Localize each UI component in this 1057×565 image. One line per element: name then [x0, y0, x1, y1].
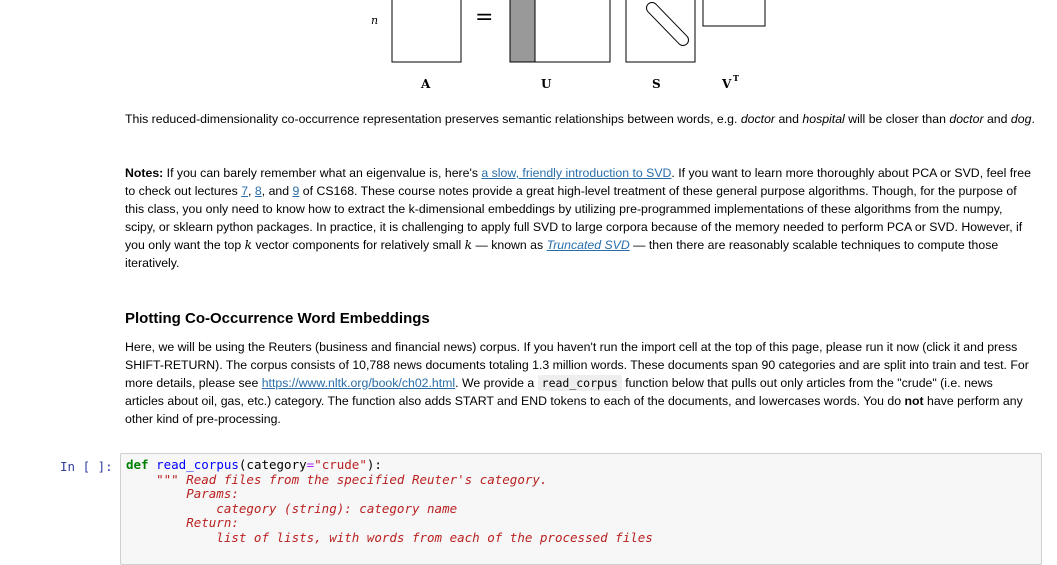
- docstring-line: """ Read files from the specified Reuter…: [126, 471, 548, 487]
- emphasis: hospital: [802, 112, 845, 126]
- text: . We provide a: [455, 376, 538, 390]
- nltk-book-link[interactable]: https://www.nltk.org/book/ch02.html: [261, 376, 456, 390]
- keyword: def: [126, 457, 149, 472]
- text: Here, we will be using the Reuters (busi…: [125, 340, 1029, 390]
- text: vector components for relatively small: [252, 238, 465, 252]
- matrix-u-column: [509, 0, 536, 63]
- emphasis: doctor: [740, 112, 776, 126]
- paragraph-reuters: Here, we will be using the Reuters (busi…: [125, 338, 1035, 428]
- matrix-label-a: A: [420, 77, 431, 91]
- matrix-label-u: U: [541, 77, 552, 91]
- svd-intro-link[interactable]: a slow, friendly introduction to SVD: [481, 166, 672, 180]
- text: and: [983, 112, 1011, 126]
- lecture-7-link[interactable]: 7: [241, 184, 249, 198]
- matrix-label-v: V: [721, 77, 732, 91]
- code-text: (category: [238, 457, 307, 472]
- function-name: read_corpus: [156, 457, 239, 472]
- paragraph-reduced-dimensionality: This reduced-dimensionality co-occurrenc…: [125, 110, 1035, 128]
- section-heading: Plotting Co-Occurrence Word Embeddings: [125, 310, 430, 327]
- text: will be closer than: [844, 112, 950, 126]
- text: , and: [261, 184, 293, 198]
- text: ,: [248, 184, 255, 198]
- inline-code: read_corpus: [537, 375, 622, 391]
- emphasis: dog: [1010, 112, 1032, 126]
- text: If you can barely remember what an eigen…: [163, 166, 482, 180]
- matrix-s-diagonal: [646, 2, 689, 46]
- matrix-label-v-superscript: T: [733, 73, 739, 83]
- lecture-9-link[interactable]: 9: [292, 184, 300, 198]
- text: and: [775, 112, 803, 126]
- code-editor[interactable]: def read_corpus(category="crude"): """ R…: [121, 454, 1041, 545]
- text: have perform any other kind of pre-proce…: [125, 394, 1023, 426]
- equals-sign: =: [475, 5, 493, 30]
- matrix-vt: [702, 0, 766, 27]
- emphasis: doctor: [949, 112, 984, 126]
- docstring-line: Params:: [126, 486, 239, 501]
- docstring-line: Return:: [126, 515, 239, 530]
- text: .: [1031, 112, 1035, 126]
- code-cell[interactable]: def read_corpus(category="crude"): """ R…: [120, 453, 1042, 565]
- docstring-line: list of lists, with words from each of t…: [126, 529, 653, 545]
- math-k: k: [244, 238, 253, 252]
- paragraph-notes: Notes: If you can barely remember what a…: [125, 164, 1035, 272]
- text: of CS168. These course notes provide a g…: [125, 184, 1023, 252]
- text: . If you want to learn more thoroughly a…: [125, 166, 1031, 198]
- matrix-label-s: S: [652, 77, 661, 91]
- docstring-line: category (string): category name: [126, 500, 458, 516]
- string-literal: "crude": [314, 457, 367, 472]
- matrix-a: [391, 0, 462, 63]
- notes-label: Notes:: [125, 166, 164, 180]
- text: — known as: [472, 238, 547, 252]
- truncated-svd-link[interactable]: Truncated SVD: [546, 238, 630, 252]
- text: — then there are reasonably scalable tec…: [125, 238, 999, 270]
- bold-text: not: [904, 394, 924, 408]
- operator: =: [306, 457, 315, 472]
- math-k: k: [464, 238, 473, 252]
- code-text: ):: [366, 457, 382, 472]
- lecture-8-link[interactable]: 8: [254, 184, 262, 198]
- text: This reduced-dimensionality co-occurrenc…: [125, 112, 741, 126]
- svd-diagram: n = A U S V T: [371, 0, 766, 91]
- text: function below that pulls out only artic…: [125, 376, 993, 408]
- cell-prompt: In [ ]:: [60, 459, 113, 474]
- row-label-n: n: [371, 14, 378, 27]
